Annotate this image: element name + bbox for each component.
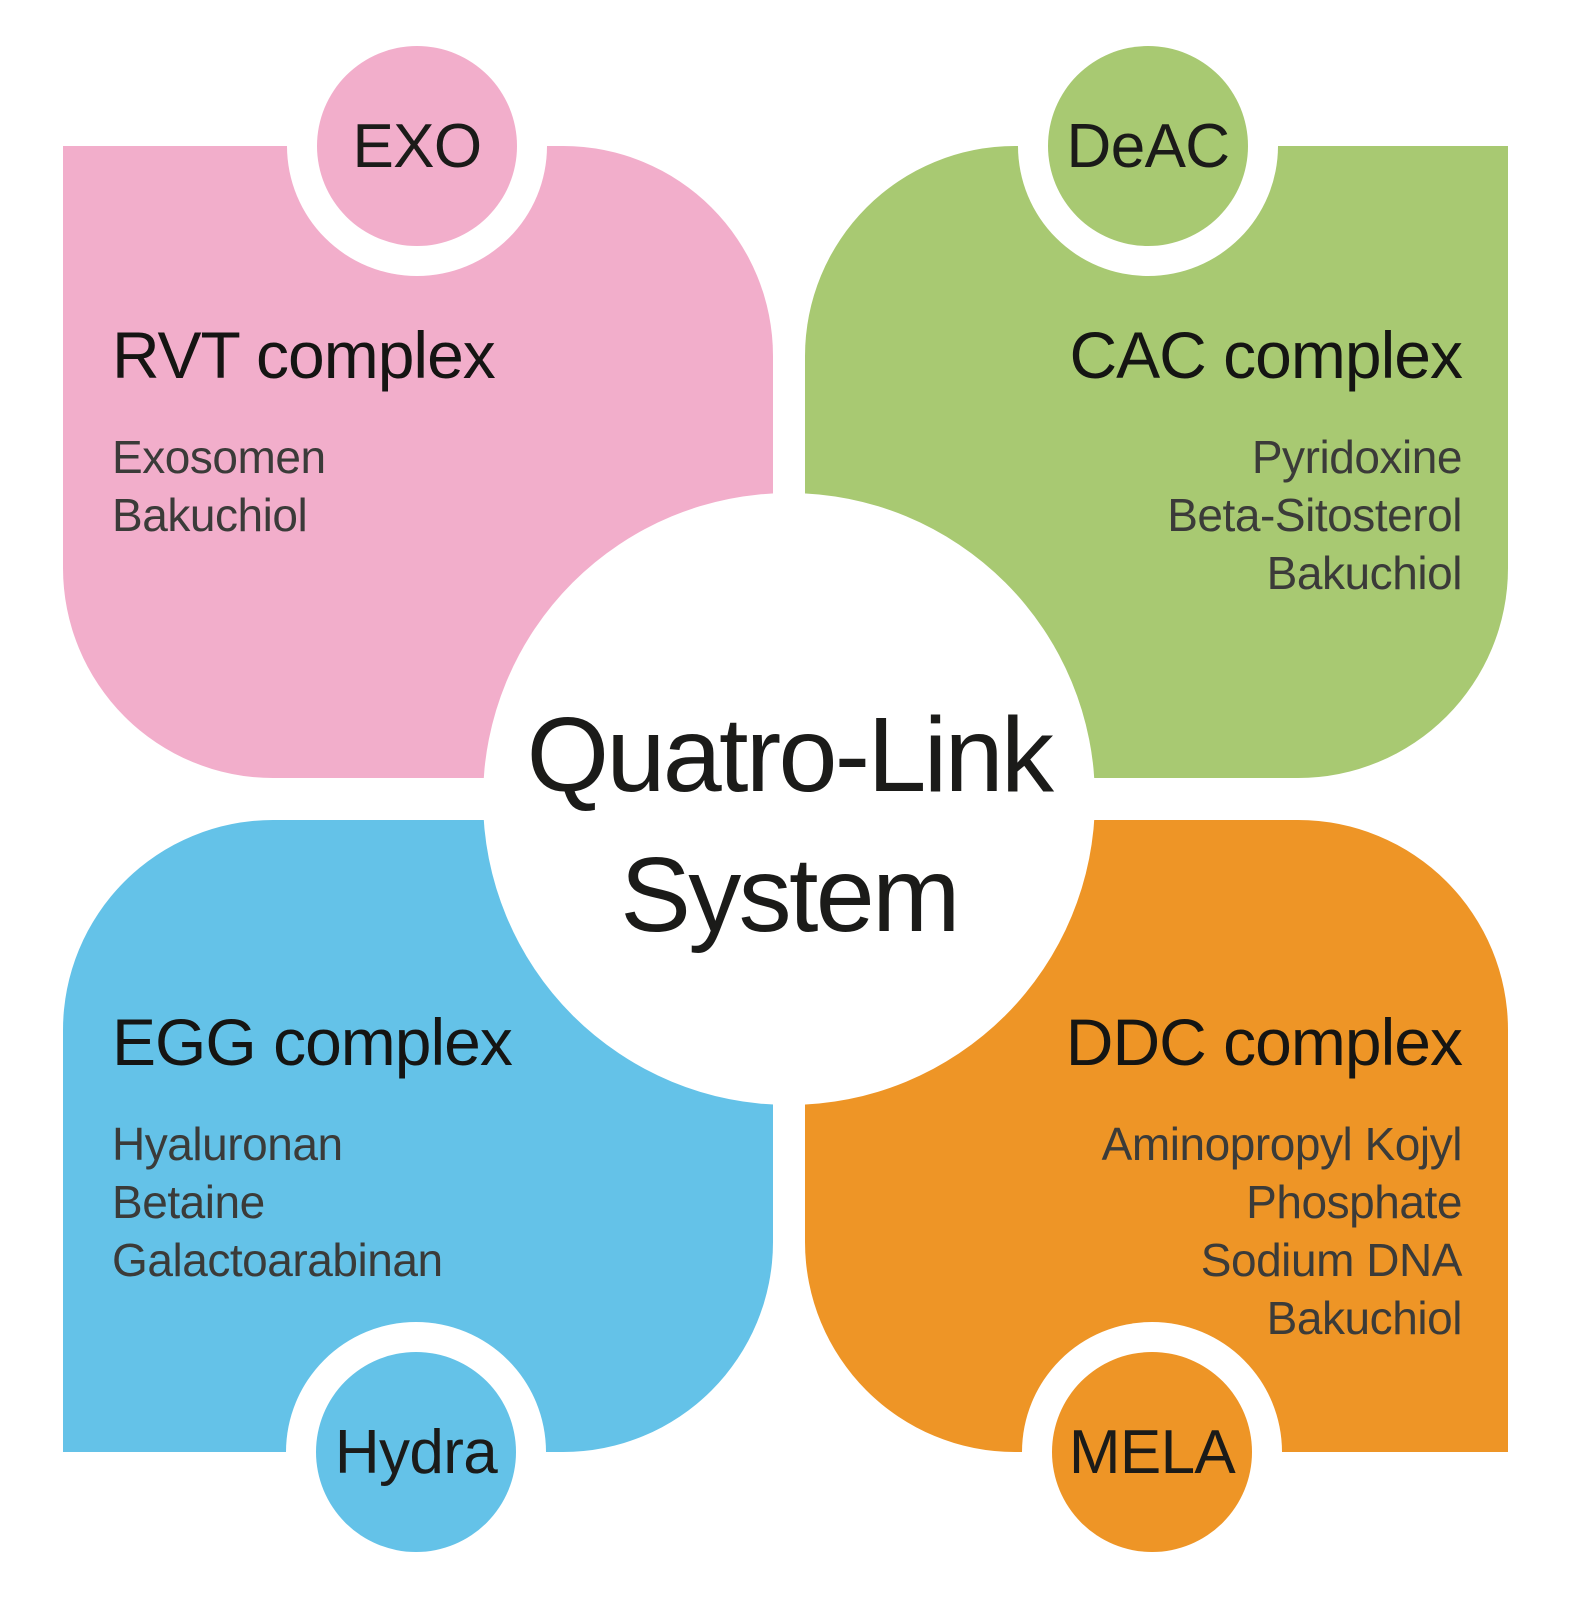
- cac-complex-heading: CAC complex: [1069, 318, 1463, 392]
- badge-exo-label: EXO: [352, 111, 482, 181]
- badge-exo: EXO: [317, 46, 517, 246]
- ingredient-line: Exosomen: [112, 431, 326, 483]
- ingredient-line: Betaine: [112, 1176, 265, 1228]
- center-circle: [483, 493, 1095, 1105]
- center-title-line2: System: [620, 836, 960, 954]
- ingredient-line: Bakuchiol: [1266, 547, 1463, 599]
- badge-hydra: Hydra: [316, 1352, 516, 1552]
- ingredient-line: Phosphate: [1246, 1176, 1462, 1228]
- ingredient-line: Galactoarabinan: [112, 1234, 443, 1286]
- badge-deac: DeAC: [1048, 46, 1248, 246]
- badge-mela: MELA: [1052, 1352, 1252, 1552]
- badge-mela-label: MELA: [1068, 1417, 1236, 1487]
- ingredient-line: Hyaluronan: [112, 1118, 343, 1170]
- ingredient-line: Beta-Sitosterol: [1167, 489, 1462, 541]
- rvt-complex-heading: RVT complex: [112, 318, 496, 392]
- center-title-line1: Quatro-Link: [526, 696, 1054, 814]
- rvt-complex-ingredients: Exosomen Bakuchiol: [112, 428, 326, 544]
- egg-complex-ingredients: Hyaluronan Betaine Galactoarabinan: [112, 1115, 443, 1289]
- ingredient-line: Bakuchiol: [1266, 1292, 1463, 1344]
- ddc-complex-heading: DDC complex: [1065, 1005, 1463, 1079]
- cac-complex-ingredients: Pyridoxine Beta-Sitosterol Bakuchiol: [1167, 428, 1462, 602]
- ddc-complex-ingredients: Aminopropyl Kojyl Phosphate Sodium DNA B…: [1101, 1115, 1463, 1347]
- ingredient-line: Aminopropyl Kojyl: [1101, 1118, 1463, 1170]
- ingredient-line: Pyridoxine: [1251, 431, 1463, 483]
- badge-deac-label: DeAC: [1066, 111, 1231, 181]
- ingredient-line: Sodium DNA: [1200, 1234, 1463, 1286]
- center-title: Quatro-Link System: [483, 685, 1095, 965]
- ingredient-line: Bakuchiol: [112, 489, 308, 541]
- egg-complex-heading: EGG complex: [112, 1005, 513, 1079]
- badge-hydra-label: Hydra: [334, 1417, 498, 1487]
